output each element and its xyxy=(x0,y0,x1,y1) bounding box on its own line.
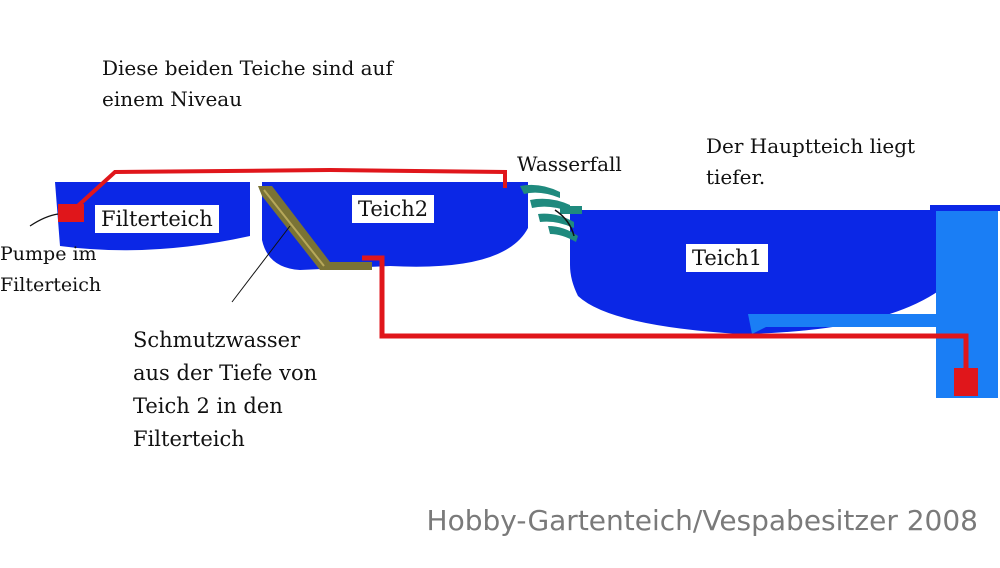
dirty-water-pipe xyxy=(258,186,372,270)
shaft-pump xyxy=(954,368,978,396)
pond1-outlet-pipe xyxy=(748,314,940,334)
dirty-water-pipe-detail xyxy=(263,189,325,267)
waterfall-label: Wasserfall xyxy=(517,152,622,176)
waterfall-arrow xyxy=(554,209,575,237)
pond2-label: Teich2 xyxy=(352,195,435,223)
main-pond-lower-note: Der Hauptteich liegt tiefer. xyxy=(706,134,916,189)
pump-return-pipe xyxy=(68,167,507,215)
pond2-water xyxy=(262,182,528,270)
filter-pond-label: Filterteich xyxy=(95,205,219,233)
pump-cable xyxy=(29,213,59,227)
dirty-water-label: Schmutzwasser aus der Tiefe von Teich 2 … xyxy=(133,328,318,451)
same-level-note: Diese beiden Teiche sind auf einem Nivea… xyxy=(102,56,393,111)
main-pump-pipe xyxy=(362,255,969,370)
pond1-water xyxy=(570,210,940,334)
credit-watermark: Hobby-Gartenteich/Vespabesitzer 2008 xyxy=(426,504,978,537)
pump-shaft-top xyxy=(930,205,1000,211)
waterfall xyxy=(520,184,582,242)
pump-label: Pumpe im Filterteich xyxy=(0,243,102,296)
pond1-label: Teich1 xyxy=(686,244,769,272)
filter-pump xyxy=(58,204,84,222)
dirty-water-pointer xyxy=(231,225,291,303)
